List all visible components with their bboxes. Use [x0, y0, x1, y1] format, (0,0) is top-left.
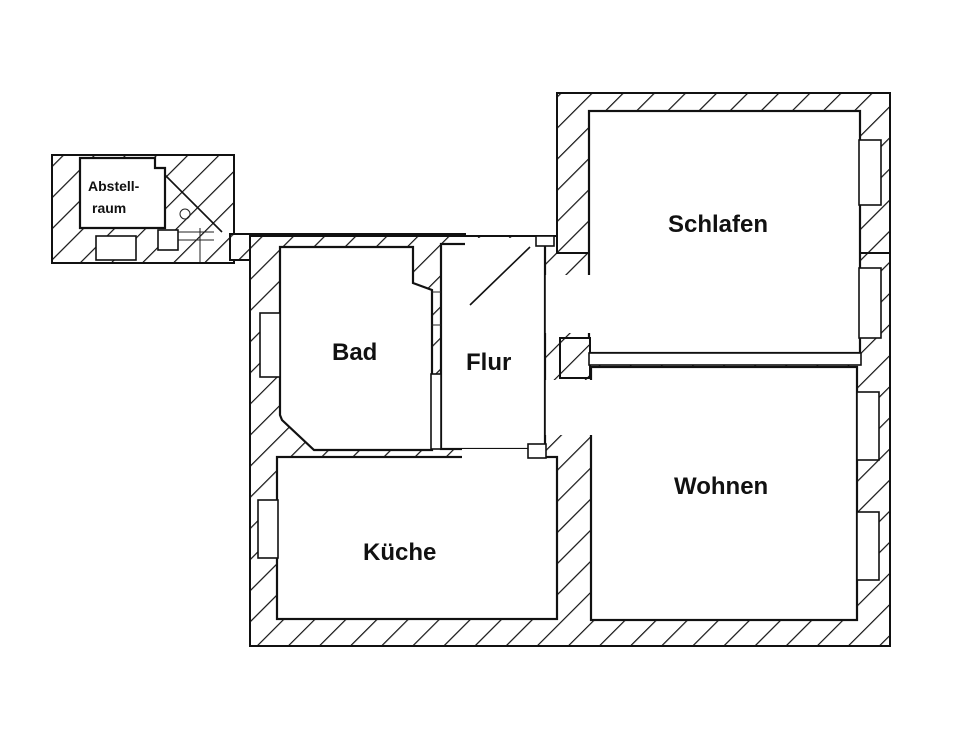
- label-bad: Bad: [332, 339, 377, 366]
- room-wohnen: [589, 365, 859, 622]
- doorway-wohnen: [545, 380, 593, 435]
- pillar-flur: [559, 337, 591, 379]
- storage-opening: [95, 235, 137, 261]
- partitions: [430, 235, 862, 459]
- room-flur: [439, 242, 547, 451]
- storage-door-swing: [164, 174, 223, 233]
- label-kueche: Küche: [363, 539, 436, 566]
- room-labels: Abstell- raum Bad Flur Schlafen Wohnen K…: [88, 178, 768, 566]
- room-schlafen: [587, 109, 862, 355]
- room-bad: [278, 245, 434, 452]
- label-flur: Flur: [466, 349, 511, 376]
- label-abstellraum-line2: raum: [92, 200, 126, 216]
- partition-bad-flur: [430, 373, 442, 450]
- room-abstellraum: [78, 156, 167, 230]
- window-wohnen-1: [856, 391, 880, 461]
- pipe-symbol: [179, 208, 191, 220]
- label-wohnen: Wohnen: [674, 473, 768, 500]
- storage-opening-2: [157, 229, 179, 251]
- windows: [257, 139, 882, 581]
- partition-schlafen-wohnen: [588, 352, 862, 366]
- window-bad: [259, 312, 281, 378]
- rooms: [78, 109, 862, 622]
- window-wohnen-2: [856, 511, 880, 581]
- doorway-schlafen: [545, 275, 592, 333]
- storage-details: [95, 174, 223, 262]
- doorway-flur-entry: [465, 238, 543, 248]
- kueche-doorpost: [527, 443, 547, 459]
- doorway-kueche: [462, 449, 528, 459]
- label-abstellraum-line1: Abstell-: [88, 178, 140, 194]
- window-schlafen-1: [858, 139, 882, 206]
- window-schlafen-2: [858, 267, 882, 339]
- label-schlafen: Schlafen: [668, 211, 768, 238]
- flur-door-swing: [469, 246, 531, 306]
- room-kueche: [275, 455, 559, 621]
- flur-doorpost: [535, 235, 555, 247]
- window-kueche: [257, 499, 279, 559]
